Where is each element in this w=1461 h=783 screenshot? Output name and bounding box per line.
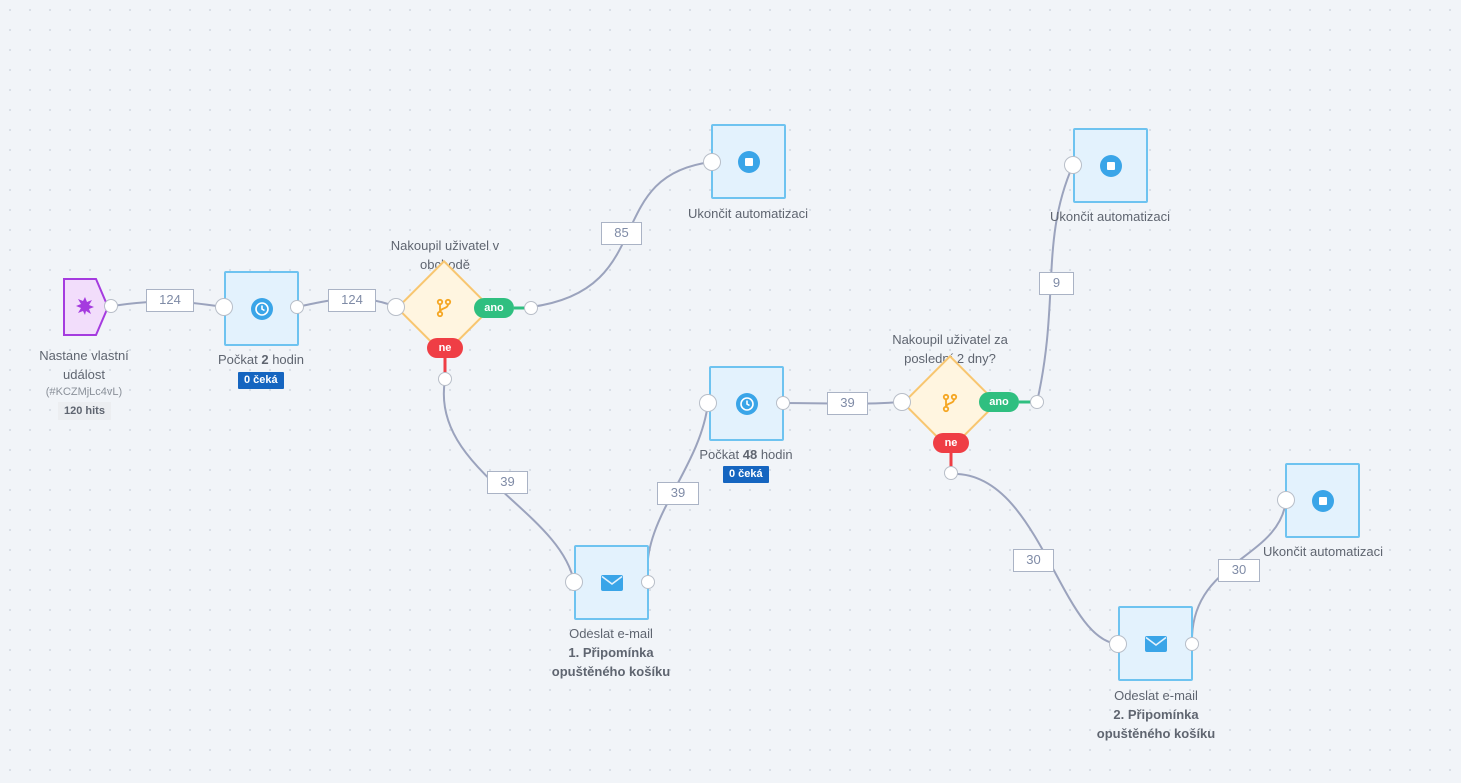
- edge-count-wait1-condition1: 124: [328, 289, 376, 312]
- email1-output-port[interactable]: [641, 575, 655, 589]
- wait1-label: Počkat 2 hodin: [217, 352, 304, 367]
- condition1-no-port[interactable]: [438, 372, 452, 386]
- edge-count-email1-wait2: 39: [657, 482, 699, 505]
- end2-label: Ukončit automatizaci: [1050, 209, 1170, 224]
- wait2-waiting-badge: 0 čeká: [723, 466, 769, 483]
- wait-node-1[interactable]: [224, 271, 299, 346]
- clock-icon: [250, 297, 273, 320]
- wait2-output-port[interactable]: [776, 396, 790, 410]
- condition1-yes-pill: ano: [474, 298, 514, 318]
- envelope-icon: [1144, 635, 1167, 652]
- event-star-icon: [76, 297, 94, 315]
- end1-label: Ukončit automatizaci: [688, 206, 808, 221]
- branch-icon: [436, 298, 452, 318]
- end-node-1[interactable]: [711, 124, 786, 199]
- edge-count-wait2-condition2: 39: [827, 392, 868, 415]
- email-node-1[interactable]: [574, 545, 649, 620]
- wait2-input-port[interactable]: [699, 394, 717, 412]
- email2-subject: 2. Připomínka opuštěného košíku: [1096, 707, 1216, 741]
- condition2-no-port[interactable]: [944, 466, 958, 480]
- condition1-yes-port[interactable]: [524, 301, 538, 315]
- clock-icon: [735, 392, 758, 415]
- condition2-input-port[interactable]: [893, 393, 911, 411]
- trigger-output-port[interactable]: [104, 299, 118, 313]
- end3-input-port[interactable]: [1277, 491, 1295, 509]
- email2-output-port[interactable]: [1185, 637, 1199, 651]
- trigger-id: (#KCZMjLc4vL): [45, 386, 123, 398]
- edge-count-email2-end3: 30: [1218, 559, 1260, 582]
- edge-count-condition1-yes: 85: [601, 222, 642, 245]
- email1-subject: 1. Připomínka opuštěného košíku: [551, 645, 671, 679]
- condition2-yes-pill: ano: [979, 392, 1019, 412]
- stop-icon: [1311, 489, 1334, 512]
- trigger-title: Nastane vlastní událost: [39, 348, 129, 382]
- edge-count-trigger-wait1: 124: [146, 289, 194, 312]
- condition2-yes-port[interactable]: [1030, 395, 1044, 409]
- end-node-3[interactable]: [1285, 463, 1360, 538]
- condition1-no-pill: ne: [427, 338, 463, 358]
- wait-node-2[interactable]: [709, 366, 784, 441]
- email-node-2[interactable]: [1118, 606, 1193, 681]
- wait1-input-port[interactable]: [215, 298, 233, 316]
- end2-input-port[interactable]: [1064, 156, 1082, 174]
- trigger-hits-badge: 120 hits: [58, 402, 111, 420]
- edge-count-condition1-no: 39: [487, 471, 528, 494]
- edge-count-condition2-no: 30: [1013, 549, 1054, 572]
- envelope-icon: [600, 574, 623, 591]
- condition-node-2[interactable]: [900, 353, 1000, 453]
- branch-icon: [942, 393, 958, 413]
- email1-label: Odeslat e-mail: [569, 626, 653, 641]
- end-node-2[interactable]: [1073, 128, 1148, 203]
- condition1-input-port[interactable]: [387, 298, 405, 316]
- wait1-output-port[interactable]: [290, 300, 304, 314]
- email2-label: Odeslat e-mail: [1114, 688, 1198, 703]
- trigger-node[interactable]: [62, 277, 110, 337]
- condition-node-1[interactable]: [394, 258, 494, 358]
- condition2-no-pill: ne: [933, 433, 969, 453]
- edge-count-condition2-yes: 9: [1039, 272, 1074, 295]
- stop-icon: [1099, 154, 1122, 177]
- stop-icon: [737, 150, 760, 173]
- wait2-label: Počkat 48 hodin: [699, 447, 793, 462]
- end3-label: Ukončit automatizaci: [1263, 544, 1383, 559]
- wait1-waiting-badge: 0 čeká: [238, 372, 284, 389]
- email1-input-port[interactable]: [565, 573, 583, 591]
- email2-input-port[interactable]: [1109, 635, 1127, 653]
- end1-input-port[interactable]: [703, 153, 721, 171]
